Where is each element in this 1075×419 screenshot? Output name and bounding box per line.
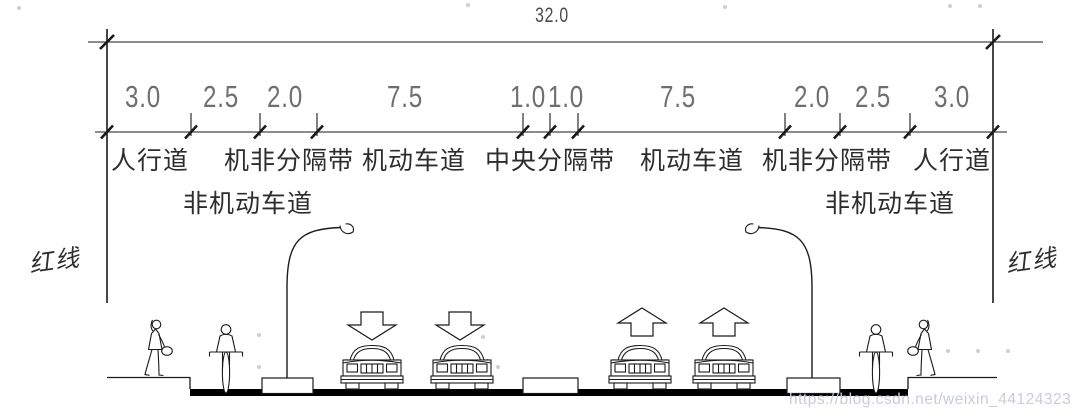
car-right-1	[608, 344, 672, 390]
zone-label-bikelane-left: 非机动车道	[182, 190, 314, 218]
dimension-value-bikelane-right: 2.5	[855, 79, 891, 114]
dimension-tick-icons	[100, 124, 1000, 140]
sidewalk-surface-left	[107, 376, 191, 389]
dimension-value-separator-right: 2.0	[794, 79, 830, 114]
zone-label-sidewalk-left: 人行道	[110, 147, 190, 175]
car-right-2	[692, 344, 756, 390]
traffic-arrow-up-2	[699, 307, 749, 337]
car-left-2	[430, 344, 494, 390]
separator-block-right	[786, 377, 841, 395]
dimension-value-carriageway-right: 7.5	[660, 79, 696, 114]
traffic-arrow-up-1	[617, 307, 667, 337]
dimension-value-bikelane-left: 2.5	[203, 79, 239, 114]
car-left-1	[340, 344, 404, 390]
dimension-value-median-right: 1.0	[548, 79, 584, 114]
watermark-text: https://blog.csdn.net/weixin_44124323	[789, 391, 1072, 408]
traffic-arrow-down-2	[435, 311, 485, 341]
dimension-value-sidewalk-right: 3.0	[934, 79, 970, 114]
zone-label-carriageway-right: 机动车道	[639, 147, 745, 175]
zone-label-central-median: 中央分隔带	[484, 147, 616, 175]
dimension-value-separator-left: 2.0	[267, 79, 303, 114]
total-width-dimension: 32.0	[535, 4, 569, 27]
zone-label-bikelane-right: 非机动车道	[824, 190, 956, 218]
sidewalk-surface-right	[907, 376, 997, 389]
cyclist-right	[858, 324, 894, 394]
zone-label-carriageway-left: 机动车道	[361, 147, 467, 175]
dimension-value-median-left: 1.0	[510, 79, 546, 114]
zone-label-separator-left: 机非分隔带	[223, 147, 355, 175]
zone-label-sidewalk-right: 人行道	[912, 147, 992, 175]
traffic-arrow-down-1	[347, 311, 397, 341]
street-lamp-left-icon	[286, 223, 355, 378]
pedestrian-right	[907, 319, 936, 377]
speckle-dots	[17, 3, 1010, 369]
pedestrian-left	[144, 319, 173, 377]
street-lamp-right-icon	[744, 223, 813, 378]
zone-label-separator-right: 机非分隔带	[761, 147, 893, 175]
cyclist-left	[208, 324, 244, 394]
dimension-value-sidewalk-left: 3.0	[125, 79, 161, 114]
central-median-block	[522, 377, 579, 395]
separator-block-left	[261, 377, 314, 395]
dimension-value-carriageway-left: 7.5	[387, 79, 423, 114]
